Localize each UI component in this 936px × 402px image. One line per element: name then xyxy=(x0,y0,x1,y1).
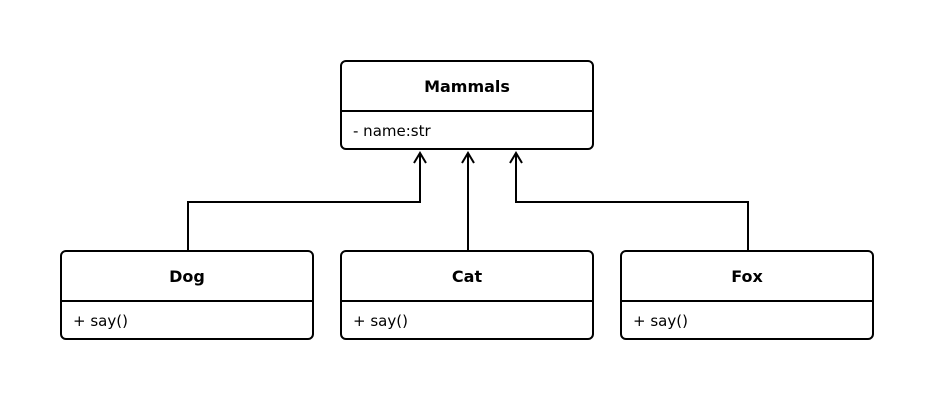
edge-fox-to-mammals xyxy=(515,153,749,250)
class-name-fox: Fox xyxy=(622,252,872,302)
class-method-dog: + say() xyxy=(73,312,128,330)
class-box-dog[interactable]: Dog + say() xyxy=(60,250,314,340)
class-name-cat: Cat xyxy=(342,252,592,302)
class-box-mammals[interactable]: Mammals - name:str xyxy=(340,60,594,150)
class-method-cat: + say() xyxy=(353,312,408,330)
class-attribute-mammals: - name:str xyxy=(353,122,431,140)
class-box-fox[interactable]: Fox + say() xyxy=(620,250,874,340)
edge-dog-to-mammals xyxy=(187,153,421,250)
class-name-dog: Dog xyxy=(62,252,312,302)
class-box-cat[interactable]: Cat + say() xyxy=(340,250,594,340)
arrowhead-dog-to-mammals xyxy=(413,151,427,164)
class-name-mammals: Mammals xyxy=(342,62,592,112)
arrowhead-cat-to-mammals xyxy=(461,151,475,164)
class-method-fox: + say() xyxy=(633,312,688,330)
arrowhead-fox-to-mammals xyxy=(509,151,523,164)
